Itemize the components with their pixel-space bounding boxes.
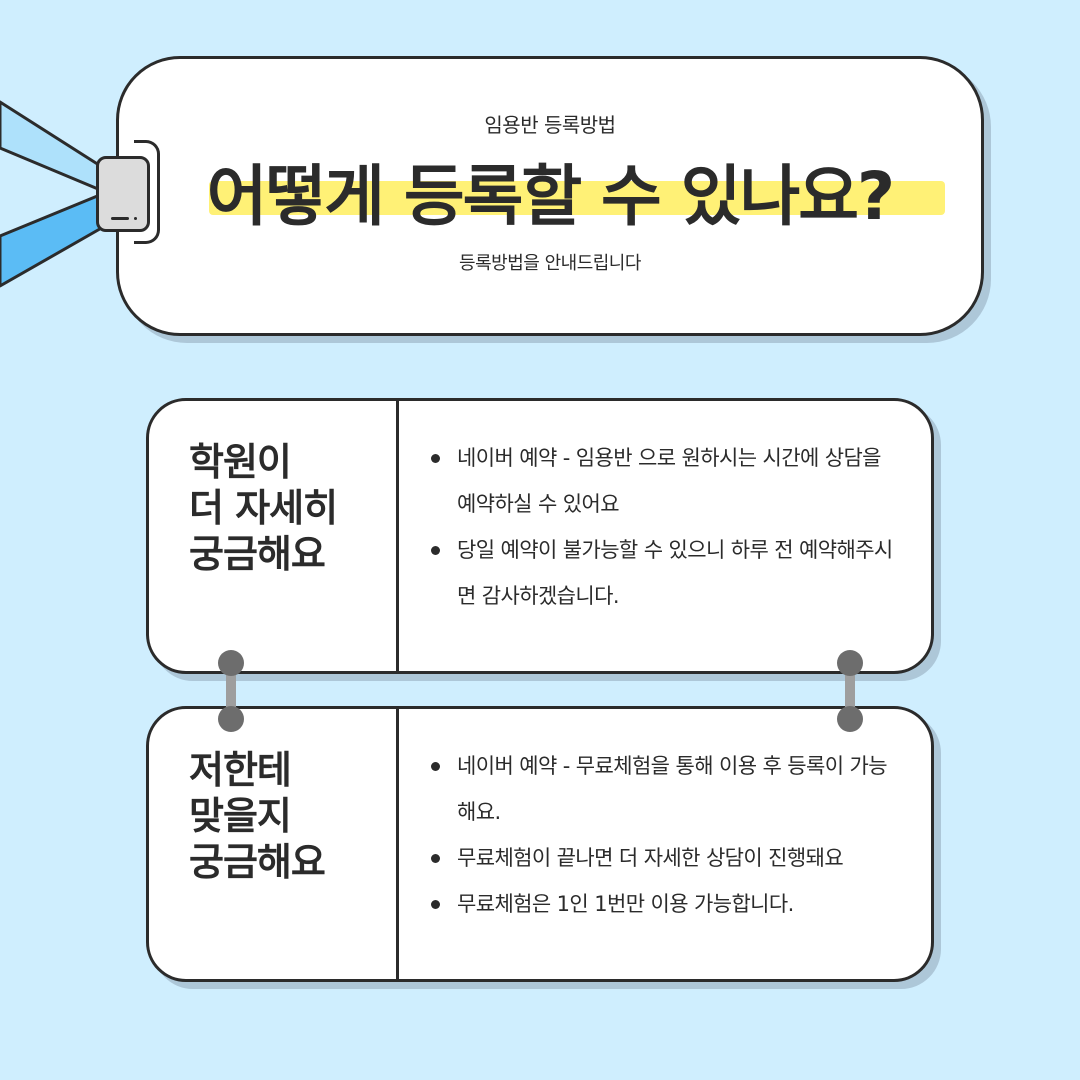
title-highlight: [209, 181, 945, 215]
title-tag: 임용반 등록방법 어떻게 등록할 수 있나요? 등록방법을 안내드립니다: [116, 56, 984, 336]
card-divider: [396, 709, 399, 979]
connector-bar-left: [226, 665, 236, 719]
card-heading-line: 궁금해요: [189, 532, 326, 576]
tag-description: 등록방법을 안내드립니다: [459, 253, 641, 274]
clip-slot: [111, 217, 129, 220]
bullet-item: 네이버 예약 - 무료체험을 통해 이용 후 등록이 가능해요.: [431, 743, 901, 835]
card-heading-line: 저한테: [189, 748, 292, 792]
card-heading: 저한테 맞을지 궁금해요: [189, 747, 389, 885]
card-heading-line: 맞을지: [189, 794, 292, 838]
connector-bar-right: [845, 665, 855, 719]
bullet-list: 네이버 예약 - 무료체험을 통해 이용 후 등록이 가능해요. 무료체험이 끝…: [431, 743, 901, 927]
tag-subtitle: 임용반 등록방법: [484, 113, 616, 137]
connector-ring-icon: [837, 706, 863, 732]
bullet-item: 무료체험이 끝나면 더 자세한 상담이 진행돼요: [431, 835, 901, 881]
clip-dot: [134, 217, 137, 220]
card-heading-line: 학원이: [189, 440, 292, 484]
page-title: 어떻게 등록할 수 있나요?: [206, 158, 895, 235]
card-heading-line: 궁금해요: [189, 840, 326, 884]
info-card-academy: 학원이 더 자세히 궁금해요 네이버 예약 - 임용반 으로 원하시는 시간에 …: [146, 398, 934, 674]
card-heading: 학원이 더 자세히 궁금해요: [189, 439, 389, 577]
info-card-trial: 저한테 맞을지 궁금해요 네이버 예약 - 무료체험을 통해 이용 후 등록이 …: [146, 706, 934, 982]
bullet-item: 무료체험은 1인 1번만 이용 가능합니다.: [431, 881, 901, 927]
connector-ring-icon: [218, 706, 244, 732]
connector-ring-icon: [218, 650, 244, 676]
bullet-item: 네이버 예약 - 임용반 으로 원하시는 시간에 상담을 예약하실 수 있어요: [431, 435, 901, 527]
card-divider: [396, 401, 399, 671]
bullet-item: 당일 예약이 불가능할 수 있으니 하루 전 예약해주시면 감사하겠습니다.: [431, 527, 901, 619]
badge-clip-icon: [96, 156, 150, 232]
bullet-list: 네이버 예약 - 임용반 으로 원하시는 시간에 상담을 예약하실 수 있어요 …: [431, 435, 901, 619]
card-heading-line: 더 자세히: [189, 486, 338, 530]
connector-ring-icon: [837, 650, 863, 676]
